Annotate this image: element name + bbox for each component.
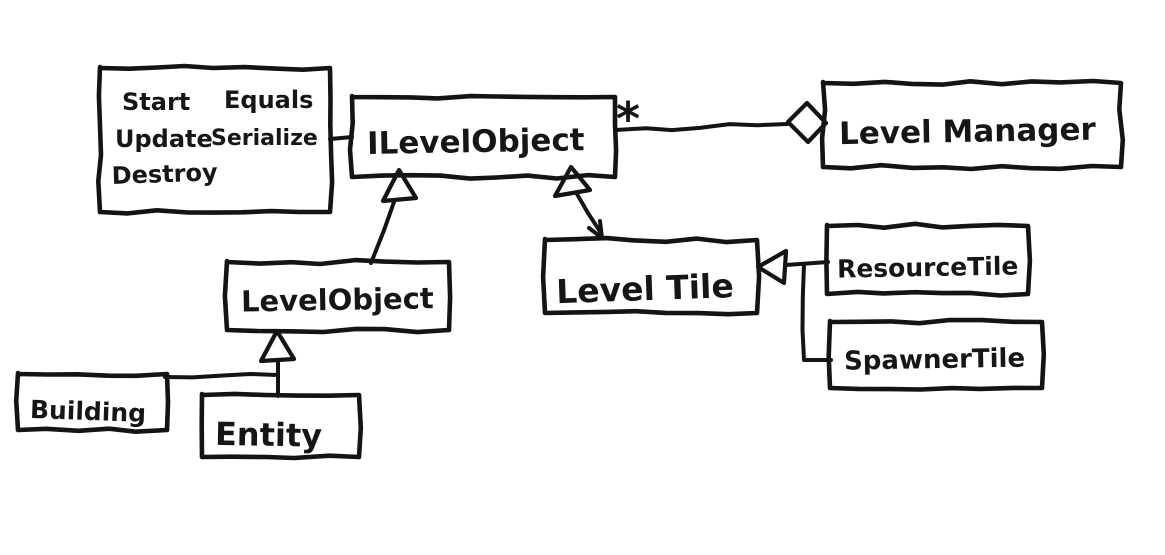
- inheritance-triangle-levelobject-icon: [380, 167, 419, 204]
- inheritance-triangle-tiles-icon: [755, 248, 789, 286]
- inheritance-line-levelobject: [369, 200, 396, 265]
- class-label-levelmanager: Level Manager: [839, 112, 1097, 152]
- class-box-levelobject: [222, 257, 453, 335]
- class-label-building: Building: [29, 395, 146, 428]
- class-box-building: [13, 370, 171, 434]
- inheritance-line-building: [163, 372, 279, 380]
- method-label-serialize: Serialize: [211, 126, 318, 151]
- class-box-entity: [199, 391, 364, 461]
- method-label-destroy: Destroy: [111, 158, 218, 190]
- method-label-start: Start: [122, 88, 190, 116]
- class-box-spawnertile: [826, 317, 1047, 392]
- class-label-spawnertile: SpawnerTile: [844, 344, 1026, 377]
- class-label-ilevelobject: ILevelObject: [367, 122, 585, 162]
- interface-methods-box: [96, 63, 335, 216]
- inheritance-line-spawnertile: [800, 262, 833, 362]
- class-box-resourcetile: [824, 221, 1033, 298]
- inheritance-line-resourcetile: [784, 260, 830, 267]
- class-label-entity: Entity: [215, 415, 323, 455]
- connector-methods-to-ilevelobject: [328, 135, 354, 141]
- inheritance-triangle-entity-building-icon: [258, 328, 297, 364]
- multiplicity-star: *: [616, 92, 640, 146]
- method-label-equals: Equals: [224, 86, 313, 114]
- class-label-levelobject: LevelObject: [241, 281, 434, 318]
- inheritance-line-leveltile: [575, 192, 603, 235]
- method-label-update: Update: [115, 125, 213, 153]
- class-box-ilevelobject: [347, 93, 619, 181]
- class-box-leveltile: [540, 235, 762, 317]
- class-label-leveltile: Level Tile: [555, 266, 734, 311]
- class-box-levelmanager: [819, 78, 1126, 172]
- aggregation-line-ilevelobject-levelmanager: [614, 122, 789, 133]
- class-label-resourcetile: ResourceTile: [837, 251, 1019, 283]
- inheritance-triangle-leveltile-icon: [552, 164, 593, 199]
